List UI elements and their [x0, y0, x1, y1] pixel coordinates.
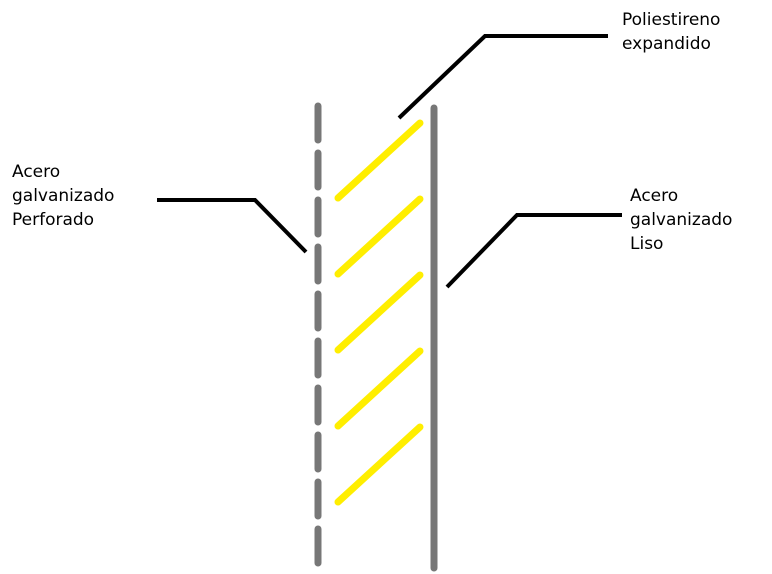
- leader-line-liso: [445, 213, 622, 289]
- label-poliestireno-line-1: Poliestireno: [622, 10, 721, 30]
- expanded-polystyrene-layer: [334, 119, 424, 506]
- leader-line-perforado: [157, 198, 308, 254]
- label-perforado-line-1: Acero: [12, 162, 61, 182]
- polystyrene-stripe: [334, 347, 424, 430]
- label-perforado-line-2: galvanizado: [12, 186, 115, 206]
- label-acero-galvanizado-liso: Acero galvanizado Liso: [630, 184, 732, 256]
- label-liso-line-1: Acero: [630, 186, 679, 206]
- label-acero-galvanizado-perforado: Acero galvanizado Perforado: [12, 160, 114, 232]
- label-perforado-line-3: Perforado: [12, 210, 95, 230]
- label-poliestireno-line-2: expandido: [622, 34, 711, 54]
- polystyrene-stripe: [334, 119, 424, 202]
- label-liso-line-2: galvanizado: [630, 210, 733, 230]
- leader-line-poliestireno: [397, 34, 608, 120]
- polystyrene-stripe: [334, 423, 424, 506]
- polystyrene-stripe: [334, 195, 424, 278]
- label-liso-line-3: Liso: [630, 234, 664, 254]
- polystyrene-stripe: [334, 271, 424, 354]
- label-poliestireno-expandido: Poliestireno expandido: [622, 8, 720, 56]
